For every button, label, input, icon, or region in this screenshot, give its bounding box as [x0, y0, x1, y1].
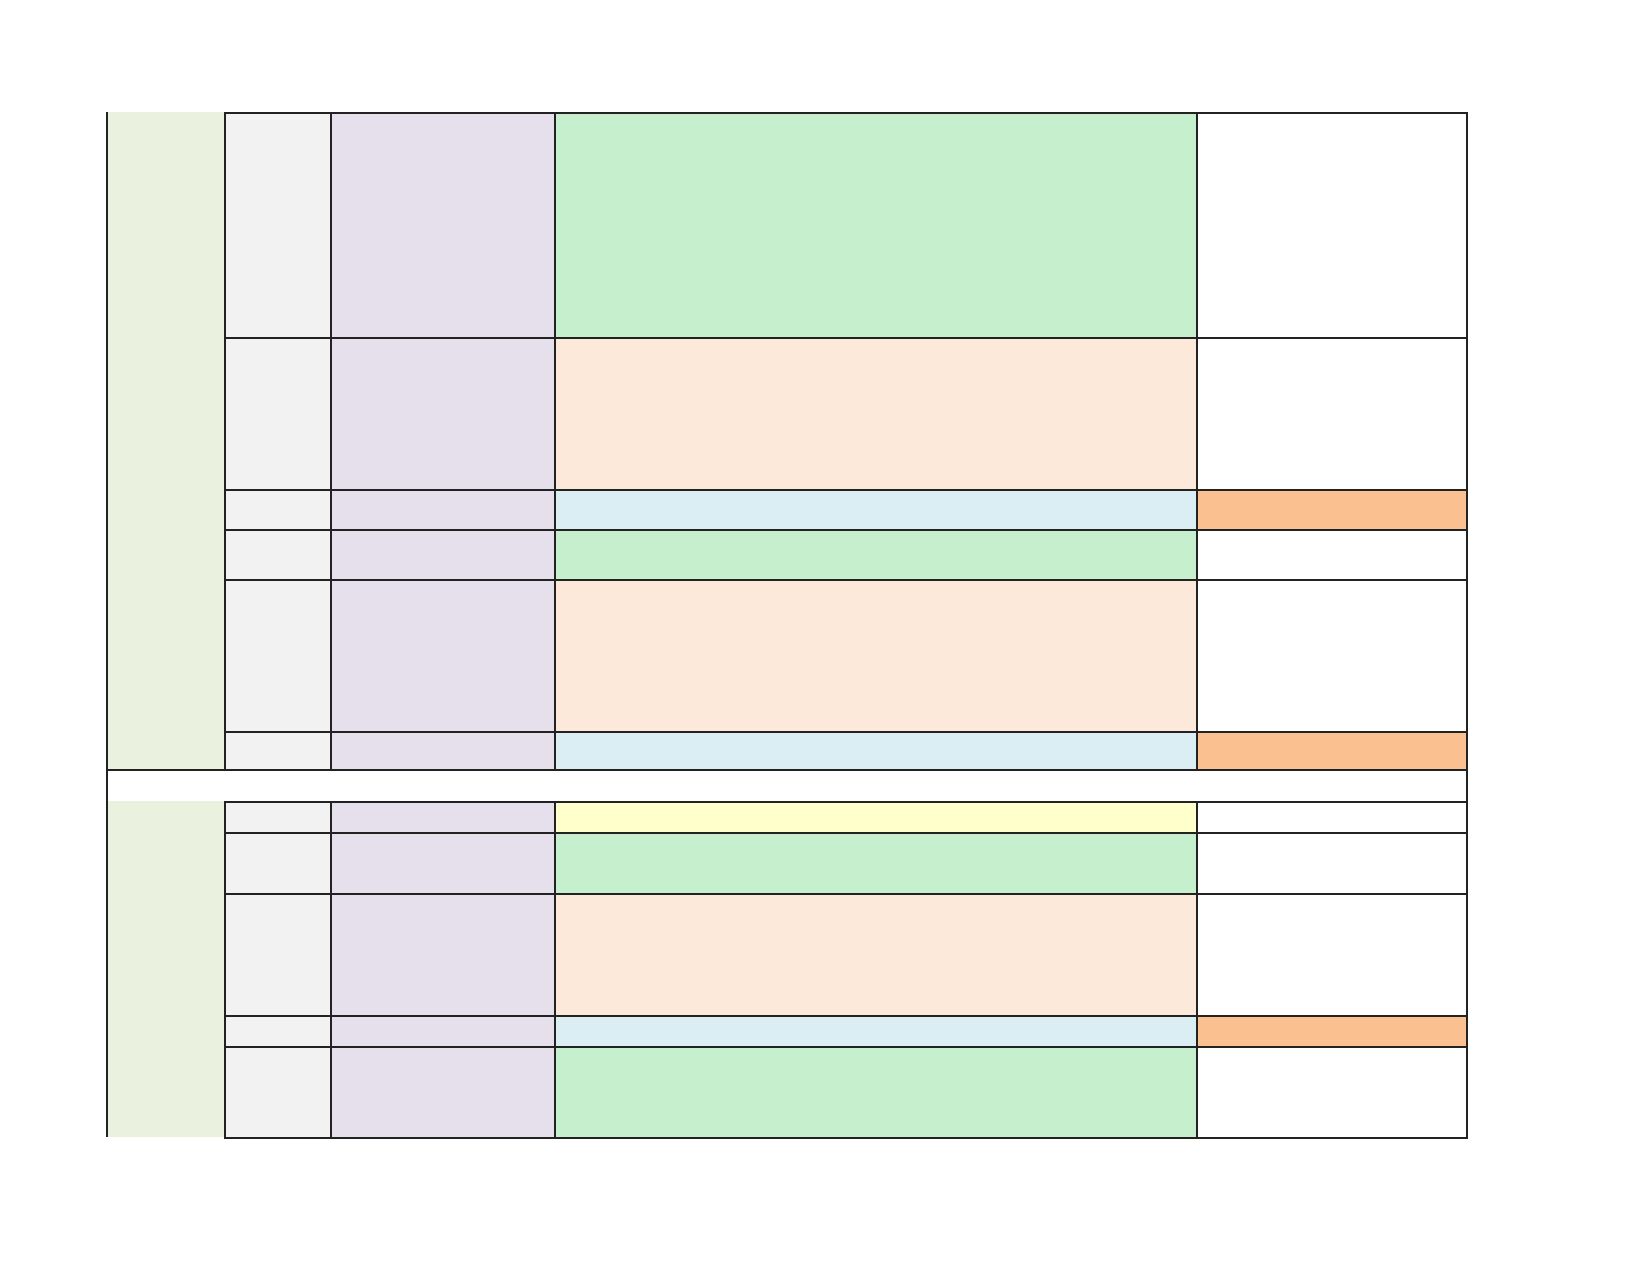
row-status-cell: [1196, 489, 1468, 531]
row-category-cell: [330, 579, 556, 733]
row-category-cell: [330, 1046, 556, 1139]
row-category-cell: [330, 893, 556, 1017]
section-label-cell: [106, 112, 224, 769]
row-content-cell: [554, 801, 1198, 834]
section-separator-row: [106, 769, 1468, 803]
row-content-cell: [554, 579, 1198, 733]
row-content-cell: [554, 1015, 1198, 1048]
row-content-cell: [554, 337, 1198, 491]
section-label-cell: [106, 801, 224, 1137]
row-status-cell: [1196, 832, 1468, 895]
row-category-cell: [330, 801, 556, 834]
row-index-cell: [224, 337, 332, 491]
row-index-cell: [224, 832, 332, 895]
row-content-cell: [554, 731, 1198, 771]
row-category-cell: [330, 731, 556, 771]
row-index-cell: [224, 893, 332, 1017]
row-category-cell: [330, 489, 556, 531]
row-status-cell: [1196, 801, 1468, 834]
row-status-cell: [1196, 579, 1468, 733]
row-index-cell: [224, 731, 332, 771]
row-index-cell: [224, 112, 332, 339]
row-status-cell: [1196, 112, 1468, 339]
row-category-cell: [330, 832, 556, 895]
row-category-cell: [330, 529, 556, 581]
row-content-cell: [554, 489, 1198, 531]
row-index-cell: [224, 529, 332, 581]
row-index-cell: [224, 1015, 332, 1048]
row-status-cell: [1196, 1046, 1468, 1139]
row-category-cell: [330, 112, 556, 339]
row-status-cell: [1196, 893, 1468, 1017]
row-content-cell: [554, 1046, 1198, 1139]
row-content-cell: [554, 832, 1198, 895]
row-content-cell: [554, 529, 1198, 581]
schedule-table: [106, 112, 1468, 1139]
row-category-cell: [330, 337, 556, 491]
row-status-cell: [1196, 731, 1468, 771]
row-content-cell: [554, 893, 1198, 1017]
row-category-cell: [330, 1015, 556, 1048]
row-status-cell: [1196, 1015, 1468, 1048]
row-index-cell: [224, 1046, 332, 1139]
row-status-cell: [1196, 337, 1468, 491]
row-content-cell: [554, 112, 1198, 339]
row-index-cell: [224, 579, 332, 733]
row-index-cell: [224, 801, 332, 834]
row-index-cell: [224, 489, 332, 531]
row-status-cell: [1196, 529, 1468, 581]
